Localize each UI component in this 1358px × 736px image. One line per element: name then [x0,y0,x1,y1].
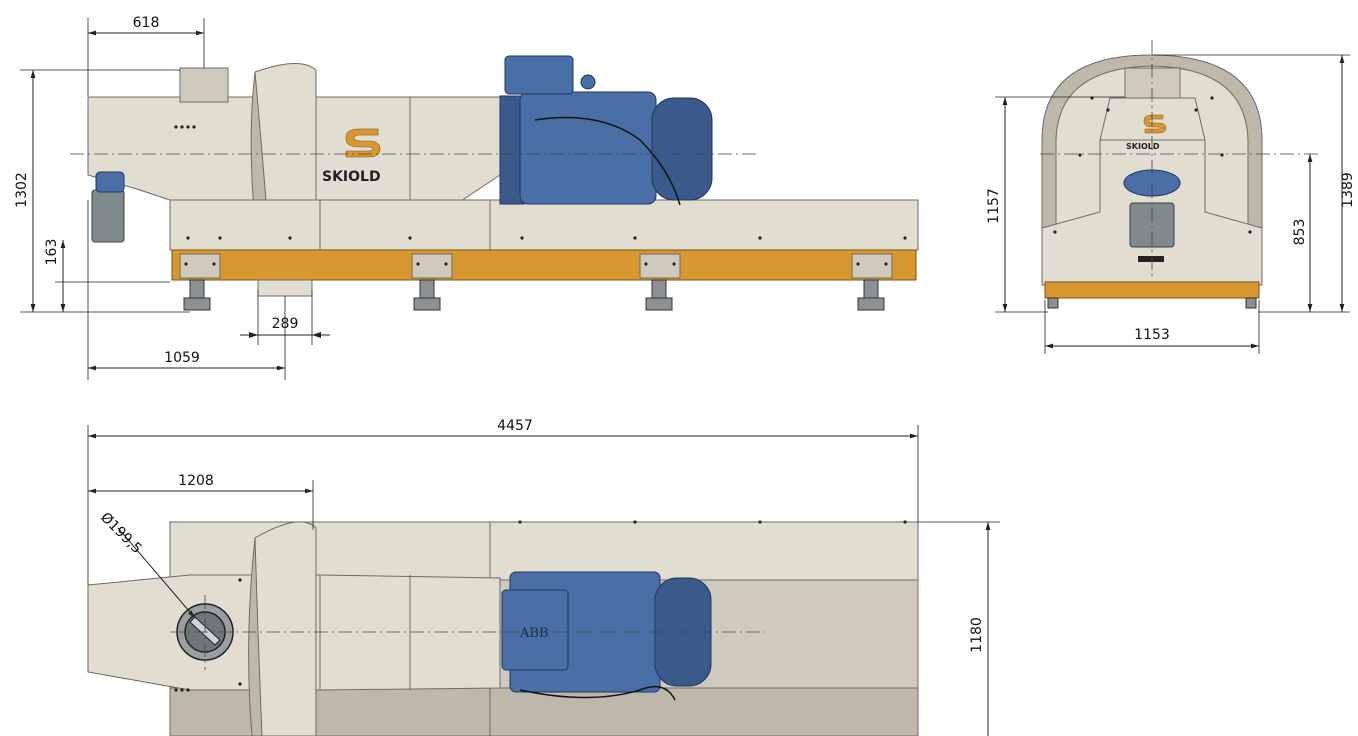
top-motor-abb-label: ABB [519,626,549,641]
dim-1208-label: 1208 [178,473,214,489]
top-view: ABB 4457 1208 Ø199,5 1180 [87,418,1000,736]
dim-diameter-label: Ø199,5 [97,510,144,557]
dim-1157-label: 1157 [986,188,1002,224]
dim-4457-label: 4457 [497,418,533,434]
front-view: SKIOLD 1157 853 1389 1153 [986,40,1356,354]
side-logo-text: SKIOLD [322,169,381,185]
dim-1153-label: 1153 [1134,327,1170,343]
dim-1180-label: 1180 [969,617,985,653]
side-feet [183,279,885,311]
side-view: SKIOLD 618 1302 [14,15,919,380]
side-motor [499,55,713,206]
dim-1059-label: 1059 [164,350,200,366]
dim-1389-label: 1389 [1340,172,1356,208]
front-logo-text: SKIOLD [1126,142,1160,151]
dim-618-label: 618 [133,15,160,31]
dim-163-label: 163 [44,239,60,266]
side-logo: SKIOLD [322,128,381,185]
dim-1302-label: 1302 [14,172,30,208]
dim-853-label: 853 [1292,219,1308,246]
top-motor: ABB [501,571,712,701]
